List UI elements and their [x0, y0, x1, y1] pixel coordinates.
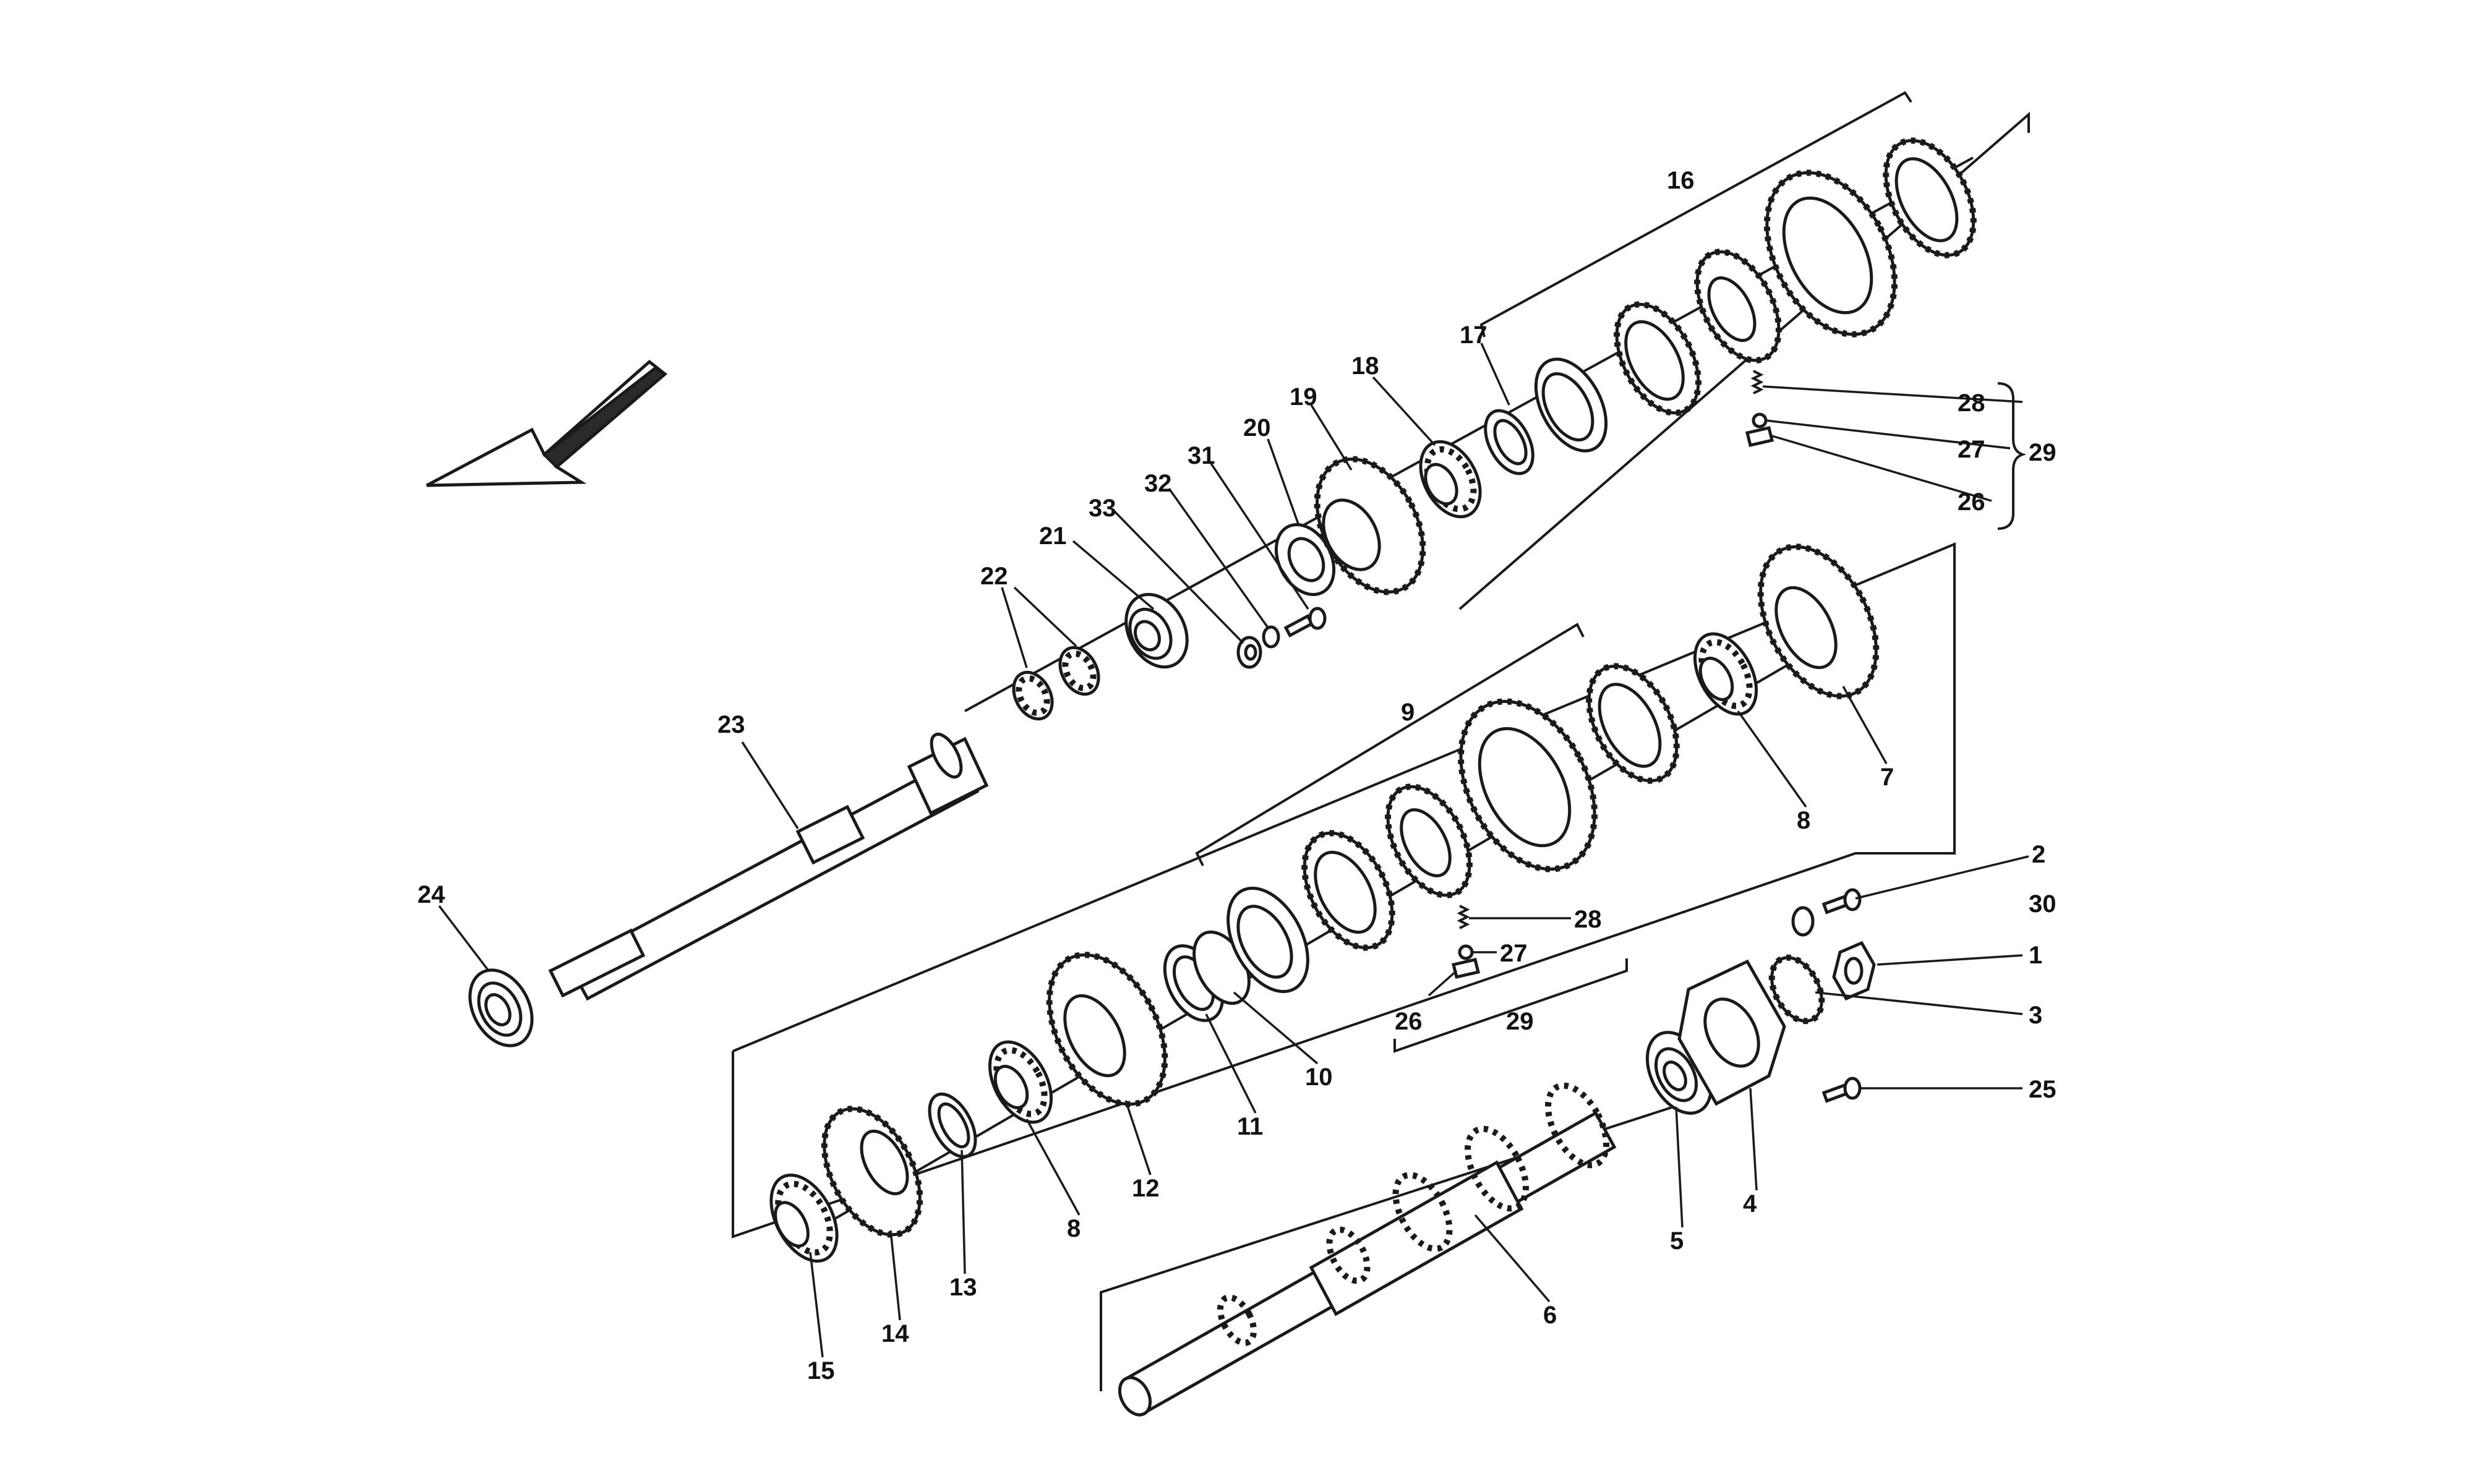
- callout-20: 20: [1243, 414, 1271, 441]
- bracket-29-lower: [1393, 958, 1628, 1053]
- nut-part-1: [1832, 940, 1876, 1001]
- callout-26-lower: 26: [1395, 1008, 1423, 1035]
- callout-32: 32: [1144, 470, 1172, 497]
- gear-part-12: [1046, 952, 1168, 1107]
- callout-29-upper: 29: [2029, 439, 2057, 466]
- bolt-part-31: [1283, 607, 1327, 638]
- callout-25: 25: [2029, 1076, 2057, 1103]
- callout-14: 14: [881, 1320, 909, 1347]
- bracket-9: [1195, 623, 1585, 866]
- callout-4: 4: [1743, 1190, 1757, 1217]
- callout-13: 13: [949, 1274, 977, 1301]
- callout-7: 7: [1880, 764, 1894, 791]
- synchro-assembly-part-9: [1226, 663, 1680, 994]
- callout-3: 3: [2029, 1002, 2042, 1029]
- pad-part-26-lower: [1451, 958, 1481, 979]
- callout-28-lower: 28: [1574, 906, 1602, 933]
- spring-part-28-lower: [1457, 905, 1470, 929]
- output-shaft-part-6: [1118, 1082, 1617, 1417]
- washer-part-32: [1262, 625, 1280, 649]
- callout-26-upper: 26: [1958, 488, 1985, 516]
- direction-arrow-icon: [426, 359, 668, 487]
- ring-part-13: [928, 1092, 977, 1159]
- needle-bearing-part-8-lower: [988, 1040, 1053, 1124]
- callout-19: 19: [1290, 383, 1317, 411]
- callout-1: 1: [2029, 942, 2042, 969]
- ball-part-27-lower: [1458, 944, 1474, 960]
- callout-27-upper: 27: [1958, 436, 1985, 463]
- pinion-part-3: [1768, 954, 1825, 1025]
- callout-23: 23: [717, 711, 745, 738]
- bearing-part-5: [1645, 1031, 1713, 1115]
- callout-24: 24: [417, 881, 445, 908]
- callout-29-lower: 29: [1506, 1008, 1534, 1035]
- callout-22: 22: [980, 563, 1008, 590]
- callout-17: 17: [1460, 322, 1487, 349]
- callout-30: 30: [2029, 890, 2057, 918]
- gear-part-19: [1314, 456, 1426, 595]
- callout-11: 11: [1237, 1113, 1263, 1140]
- nut-part-33: [1236, 636, 1262, 669]
- callout-21: 21: [1039, 522, 1067, 550]
- callout-15: 15: [807, 1357, 835, 1384]
- spring-part-28-upper: [1750, 370, 1764, 394]
- bearing-part-21: [1124, 592, 1189, 669]
- flange-plate-part-4: [1677, 959, 1786, 1106]
- callout-10: 10: [1305, 1064, 1333, 1091]
- bearing-part-22: [1012, 646, 1100, 721]
- washer-part-30: [1791, 906, 1815, 937]
- callout-16: 16: [1667, 167, 1695, 194]
- callout-6: 6: [1543, 1302, 1557, 1329]
- leader-lines: [438, 343, 2029, 1358]
- callout-27-lower: 27: [1500, 940, 1528, 967]
- needle-bearing-part-15: [769, 1173, 839, 1263]
- callout-33: 33: [1089, 495, 1116, 522]
- callout-8-lower: 8: [1067, 1215, 1081, 1242]
- callout-9: 9: [1401, 699, 1415, 726]
- brace-29-upper: [1997, 382, 2027, 530]
- synchro-assembly-part-16: [1534, 137, 1977, 453]
- gear-part-7: [1757, 544, 1880, 699]
- ball-part-27-upper: [1752, 412, 1768, 429]
- screw-part-2: [1821, 888, 1862, 915]
- needle-bearing-part-8-upper: [1693, 632, 1758, 716]
- middle-shaft-frame: [732, 542, 1956, 1239]
- main-shaft-part-23: [548, 732, 989, 1001]
- callout-31: 31: [1188, 442, 1215, 469]
- bracket-16: [1479, 91, 1912, 338]
- callout-5: 5: [1670, 1227, 1684, 1255]
- gear-part-14: [821, 1106, 923, 1238]
- callout-28-upper: 28: [1958, 390, 1985, 417]
- bearing-part-24: [468, 968, 534, 1047]
- screw-part-25: [1821, 1077, 1862, 1103]
- callout-12: 12: [1132, 1175, 1160, 1202]
- callout-8-upper: 8: [1797, 807, 1810, 834]
- pad-part-26-upper: [1745, 426, 1774, 447]
- callout-18: 18: [1351, 352, 1379, 380]
- ring-part-17: [1484, 409, 1534, 475]
- needle-bearing-part-18: [1419, 440, 1482, 519]
- callout-2: 2: [2032, 841, 2045, 868]
- upper-shaft-frame: [1458, 111, 2030, 610]
